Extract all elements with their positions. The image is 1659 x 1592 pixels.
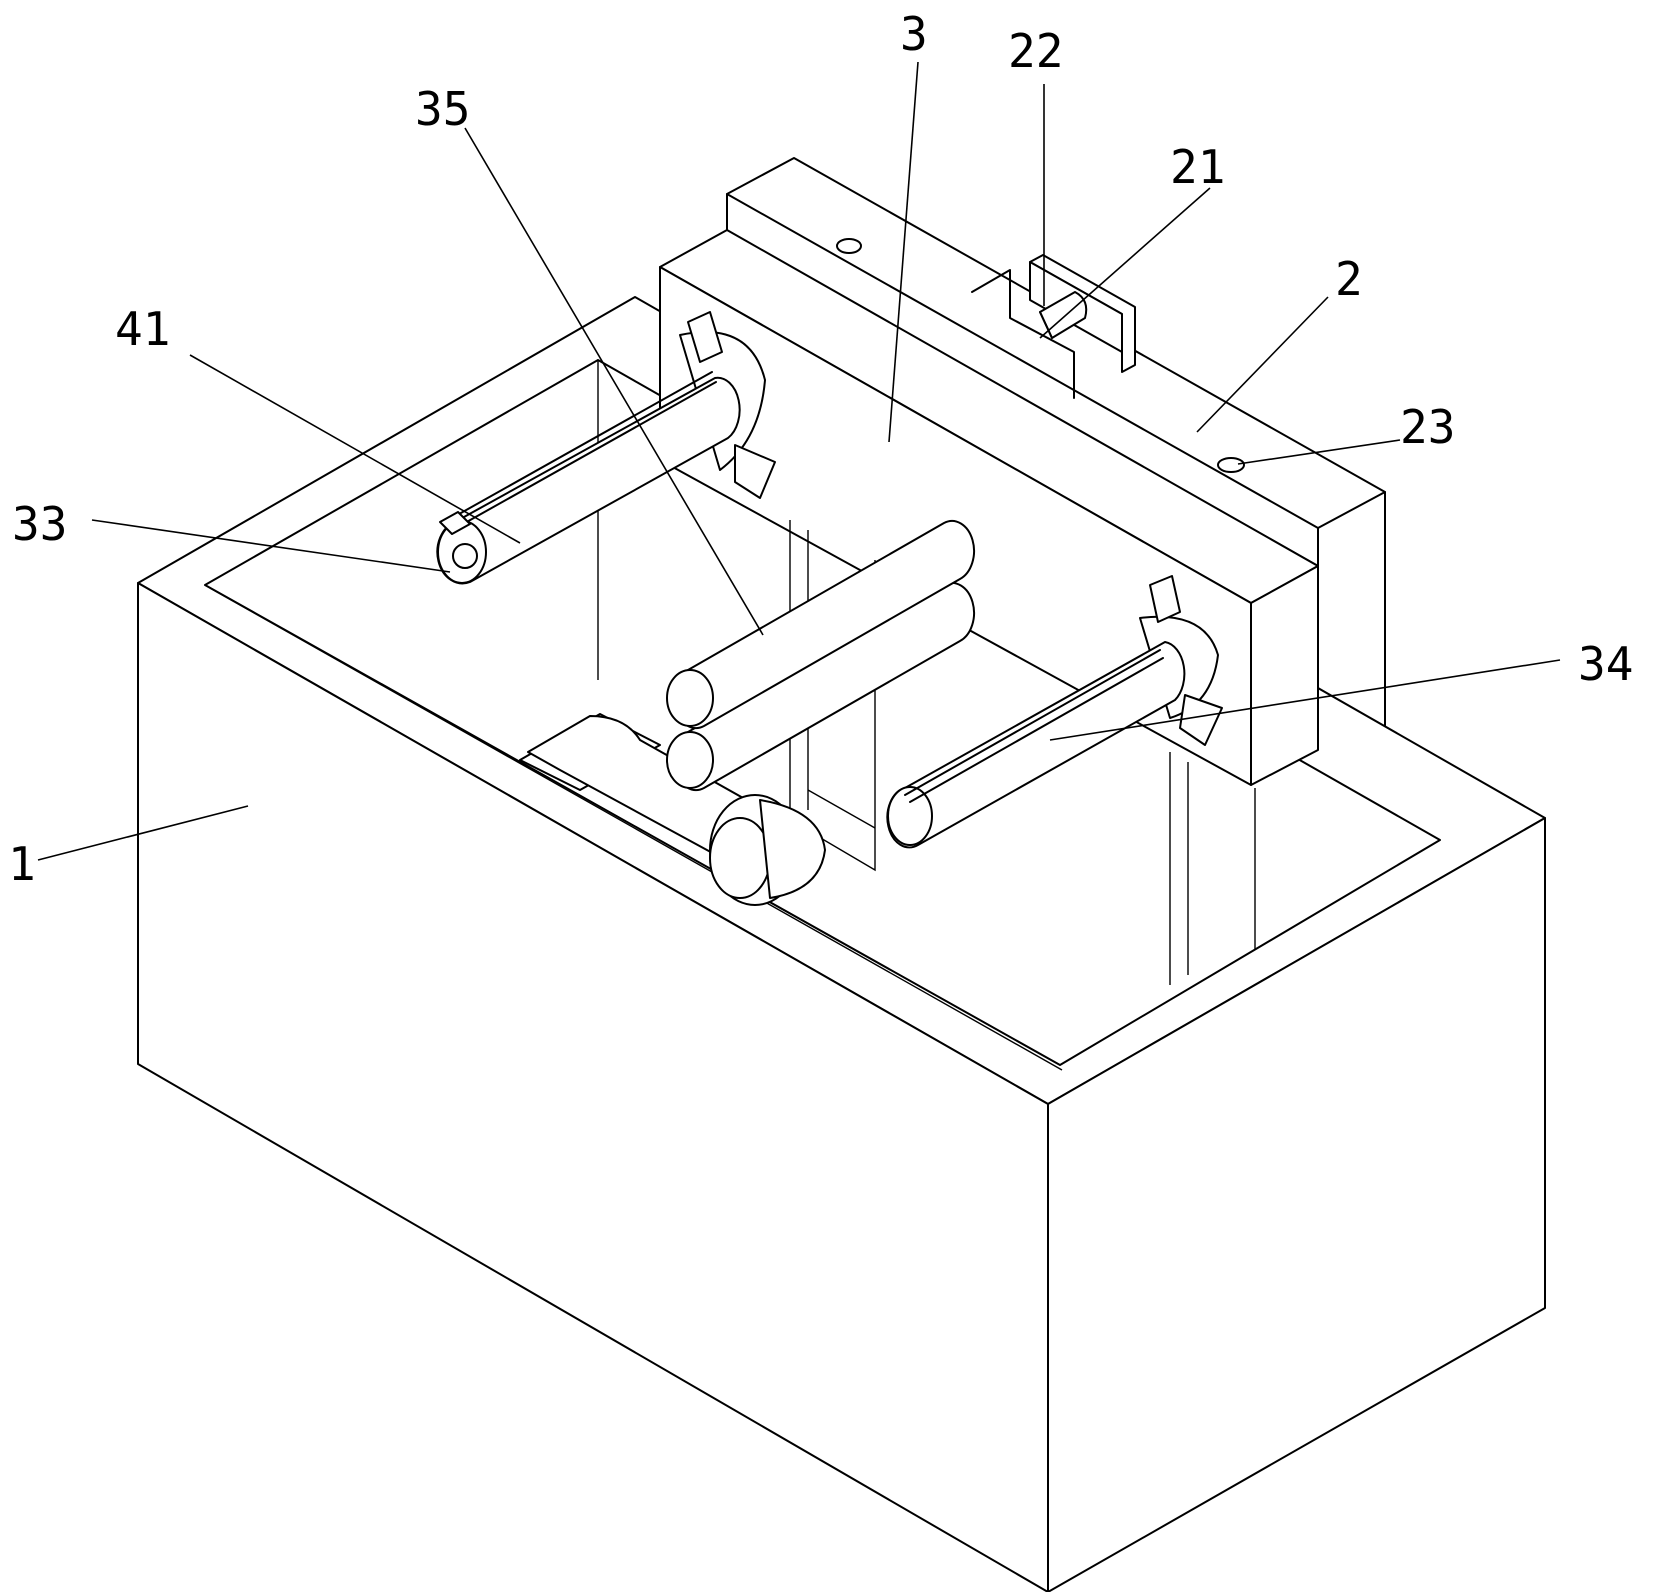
leader-lines [37, 61, 1561, 861]
label-2: 2 [1335, 252, 1363, 306]
leader-23 [1237, 439, 1401, 465]
leader-35 [464, 127, 764, 636]
rollers [666, 520, 976, 791]
label-23: 23 [1400, 400, 1455, 454]
label-22: 22 [1008, 24, 1063, 78]
leader-33 [91, 519, 451, 573]
roller-41 [436, 311, 776, 585]
pulley-mechanism [519, 713, 826, 906]
label-1: 1 [8, 837, 36, 891]
leader-34 [1049, 659, 1561, 741]
leader-2 [1196, 296, 1329, 433]
leader-3 [888, 61, 919, 443]
label-41: 41 [115, 302, 170, 356]
label-33: 33 [12, 497, 67, 551]
leader-21 [1039, 187, 1211, 339]
label-35: 35 [415, 82, 470, 136]
reference-numerals: 1 2 3 21 22 23 33 34 35 41 [8, 7, 1633, 891]
label-21: 21 [1170, 140, 1225, 194]
leader-41 [189, 354, 521, 544]
leader-1 [37, 805, 249, 861]
label-34: 34 [1578, 637, 1633, 691]
roller-34 [886, 575, 1223, 849]
label-3: 3 [900, 7, 928, 61]
